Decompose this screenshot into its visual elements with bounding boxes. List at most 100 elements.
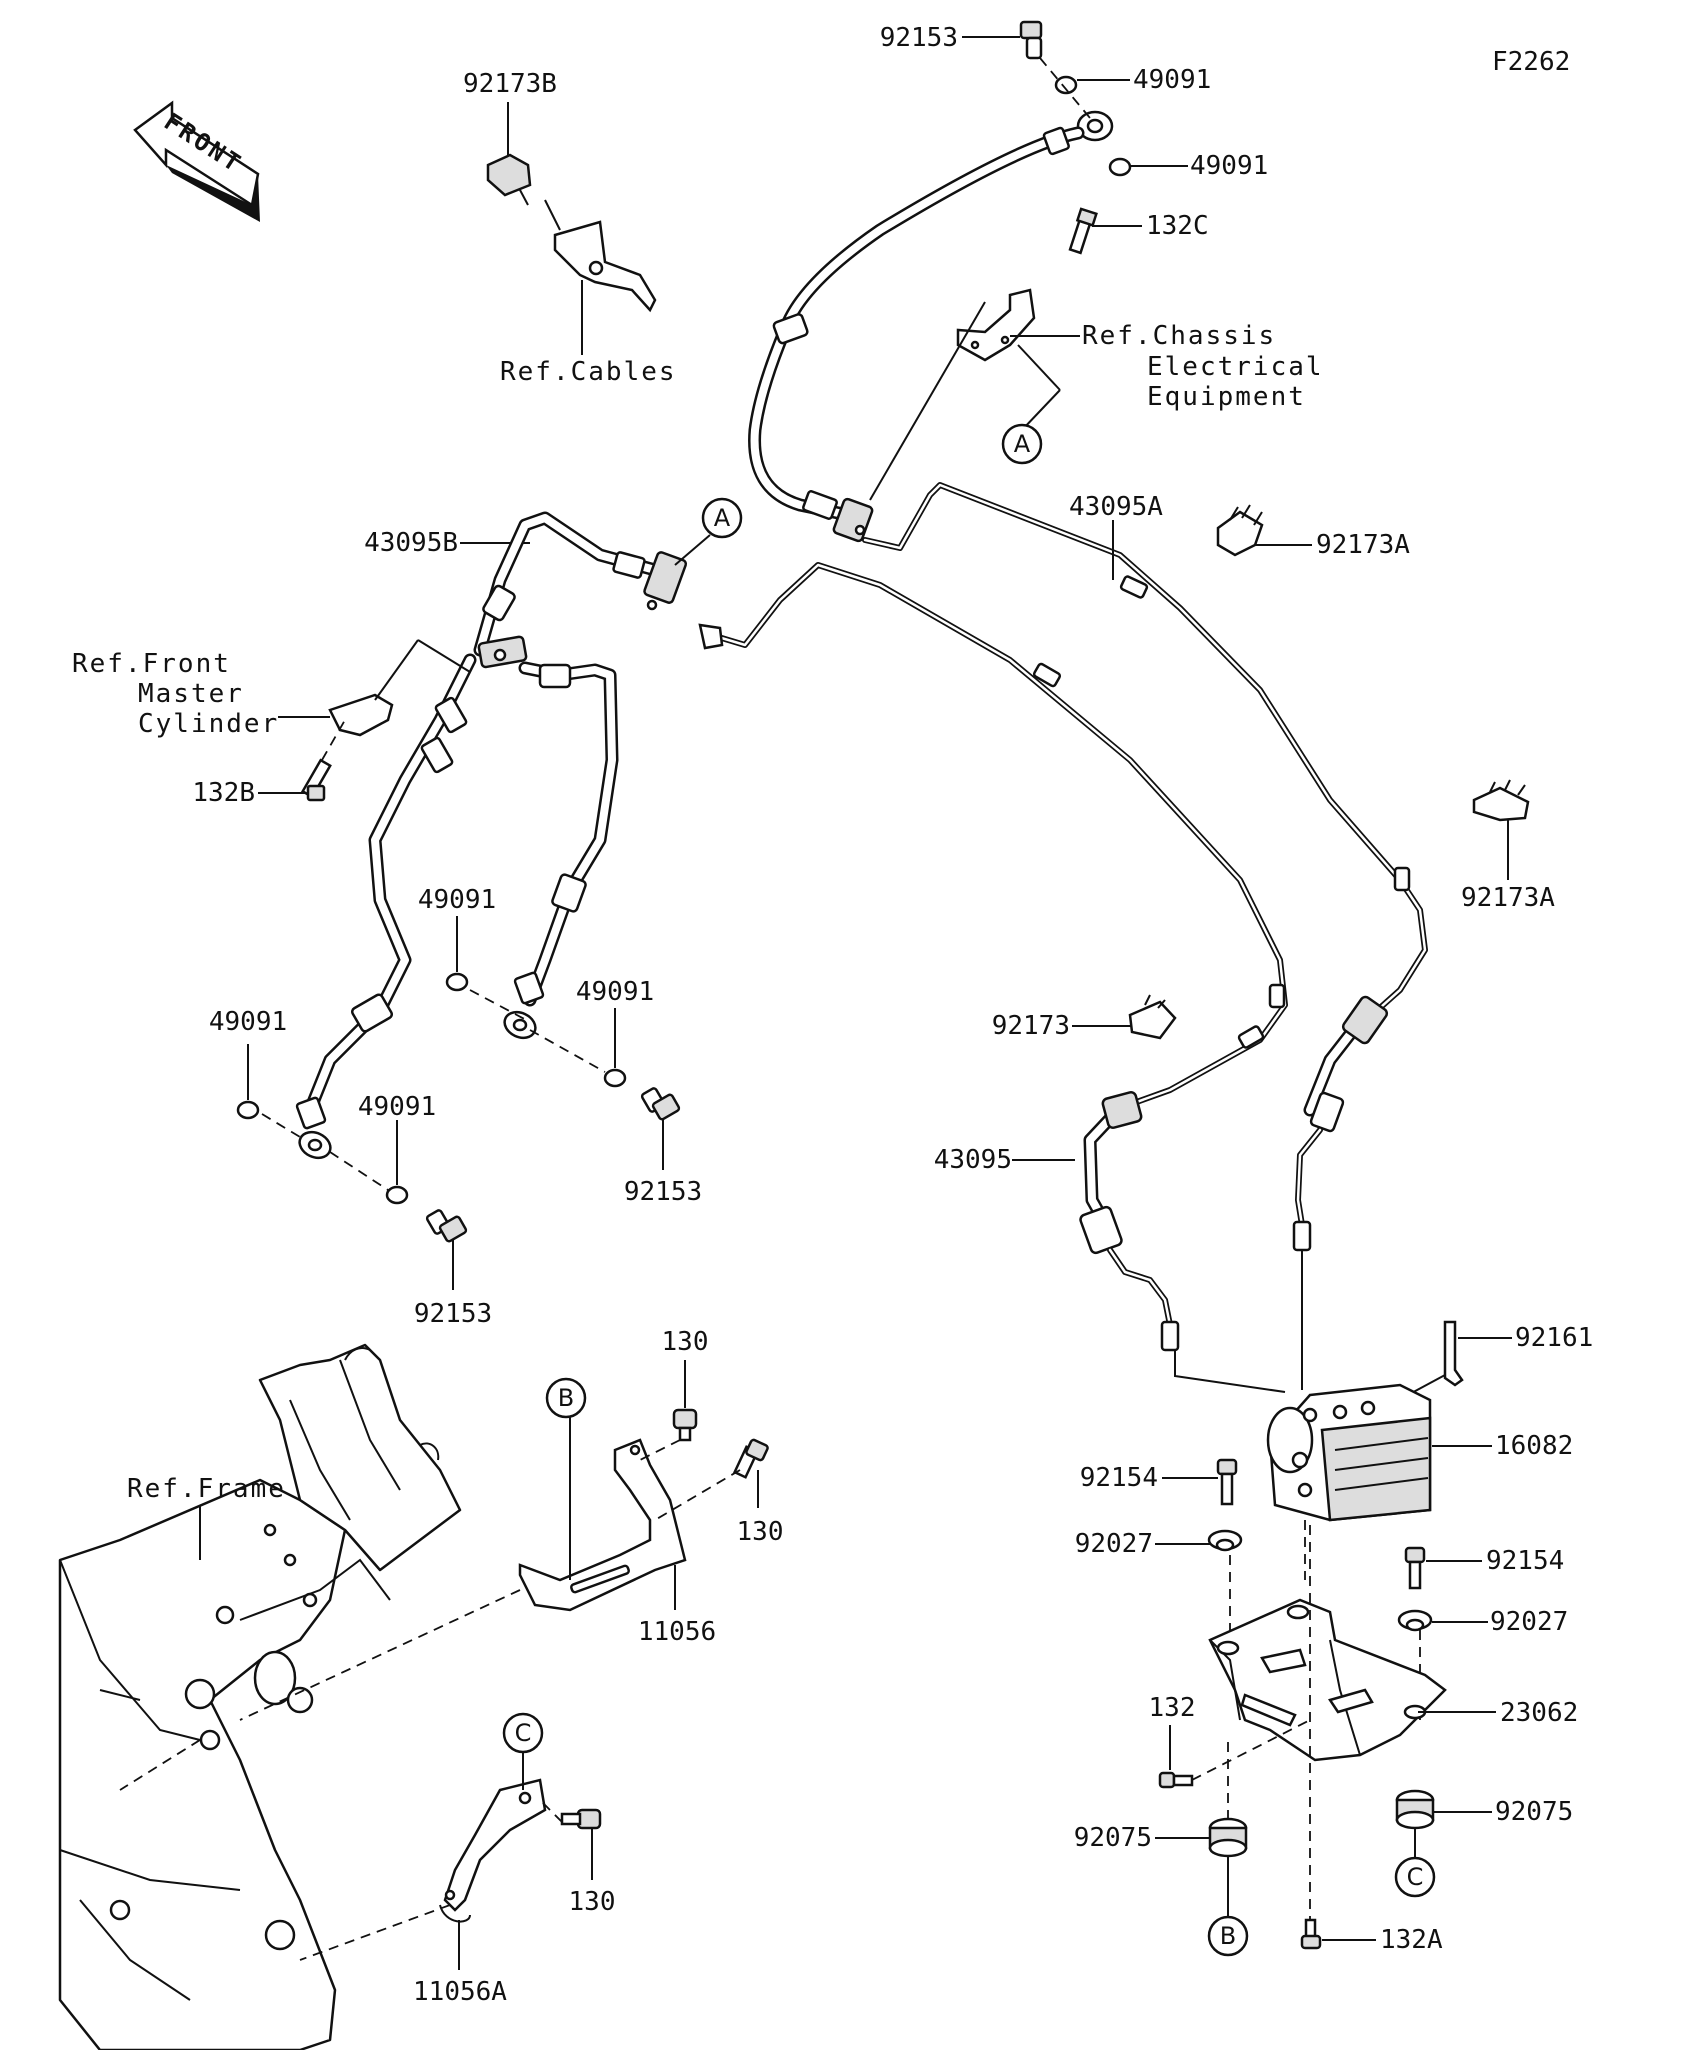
label-43095b: 43095B: [364, 528, 458, 558]
three-way-union: [477, 635, 528, 669]
banjo-fitting-left2: [503, 1010, 537, 1040]
chassis-bracket: [956, 288, 1036, 362]
collar-92027-1: [1207, 1529, 1243, 1552]
clamp-92173a-2: [1472, 779, 1530, 822]
banjo-bolt-92153-top: [1019, 20, 1043, 60]
label-49091-l2: 49091: [576, 977, 654, 1007]
bolt-130-1: [672, 1408, 698, 1442]
ref-master-line1: Ref.Front: [72, 649, 231, 679]
cable-guide-bracket: [553, 220, 657, 313]
label-11056: 11056: [638, 1617, 716, 1647]
label-130-1: 130: [662, 1327, 709, 1357]
bolt-130-3: [560, 1808, 602, 1830]
label-92154-1: 92154: [1080, 1463, 1158, 1493]
label-49091-l4: 49091: [358, 1092, 436, 1122]
abs-hydraulic-unit-16082: [1266, 1383, 1432, 1522]
marker-a-top-label: A: [1014, 430, 1031, 458]
bracket-11056a: [439, 1778, 547, 1923]
label-43095: 43095: [934, 1145, 1012, 1175]
label-132: 132: [1149, 1693, 1196, 1723]
brake-hose-left-bundle: [1079, 1090, 1180, 1352]
label-92173b: 92173B: [463, 69, 557, 99]
label-92027-2: 92027: [1490, 1607, 1568, 1637]
abs-bracket-23062: [1208, 1598, 1447, 1762]
clamp-92173a-1: [1216, 504, 1264, 557]
banjo-bolt-92153-l1: [640, 1087, 681, 1121]
banjo-fitting-left1: [298, 1130, 332, 1160]
banjo-bolt-92153-l2: [425, 1209, 468, 1243]
brake-hose-front-left: [295, 653, 477, 1130]
bolt-92154-1: [1216, 1458, 1238, 1506]
marker-c-bottom: [1394, 1856, 1436, 1898]
label-92173a-2: 92173A: [1461, 883, 1555, 913]
abs-bracket-clip-92161: [1443, 1320, 1464, 1387]
label-49091-tr1: 49091: [1133, 65, 1211, 95]
marker-a-mid-label: A: [714, 504, 731, 532]
bolt-132: [1158, 1771, 1194, 1789]
washer-49091-tr2: [1108, 157, 1132, 177]
label-132c: 132C: [1146, 211, 1209, 241]
label-92173a-1: 92173A: [1316, 530, 1410, 560]
washer-49091-l1: [445, 972, 469, 992]
ref-cables: Ref.Cables: [500, 357, 677, 387]
joint-fitting-upper: [802, 490, 874, 543]
label-130-2: 130: [737, 1517, 784, 1547]
ref-frame: Ref.Frame: [127, 1474, 286, 1504]
marker-a-top: [1001, 423, 1043, 465]
clip-92173b: [486, 153, 532, 206]
brake-pipe-43095: [712, 562, 1288, 1111]
marker-c-top-label: C: [515, 1719, 532, 1747]
brake-pipe-43095a: [862, 482, 1428, 1018]
brake-hose-front-right: [513, 661, 619, 1007]
marker-b-bottom-label: B: [1220, 1922, 1236, 1950]
bolt-132b: [300, 758, 332, 802]
front-arrow-icon: FRONT: [133, 100, 260, 222]
label-43095a: 43095A: [1069, 492, 1163, 522]
grommet-92075-2: [1395, 1789, 1435, 1830]
frame-outline: [58, 1343, 462, 2050]
label-92173: 92173: [992, 1011, 1070, 1041]
label-92027-1: 92027: [1075, 1529, 1153, 1559]
label-49091-l3: 49091: [209, 1007, 287, 1037]
label-49091-tr2: 49091: [1190, 151, 1268, 181]
ref-chassis-line3: Equipment: [1147, 382, 1306, 412]
label-132b: 132B: [192, 778, 255, 808]
washer-49091-l3: [236, 1100, 260, 1120]
ref-chassis-line1: Ref.Chassis: [1082, 321, 1276, 351]
label-132a: 132A: [1380, 1925, 1443, 1955]
washer-49091-l4: [385, 1185, 409, 1205]
bolt-132a: [1300, 1918, 1322, 1950]
label-92153-top: 92153: [880, 23, 958, 53]
grommet-92075-1: [1208, 1817, 1248, 1858]
label-92075-2: 92075: [1495, 1797, 1573, 1827]
marker-c-bottom-label: C: [1407, 1863, 1424, 1891]
bracket-11056: [518, 1438, 687, 1612]
ref-master-line3: Cylinder: [138, 709, 279, 739]
washer-49091-l2: [603, 1068, 627, 1088]
bolt-92154-2: [1404, 1546, 1426, 1590]
clamp-92173: [1128, 994, 1177, 1040]
marker-c-top: [502, 1712, 544, 1754]
label-92075-1: 92075: [1074, 1823, 1152, 1853]
label-92153-l2: 92153: [414, 1299, 492, 1329]
label-11056a: 11056A: [413, 1977, 507, 2007]
label-16082: 16082: [1495, 1431, 1573, 1461]
brake-hose-upper: [748, 126, 1085, 522]
ref-chassis-line2: Electrical: [1147, 352, 1324, 382]
washer-49091-tr1: [1054, 75, 1078, 95]
brake-hose-right-bundle: [1292, 995, 1389, 1252]
ref-master-line2: Master: [138, 679, 244, 709]
marker-b-top: [545, 1377, 587, 1419]
bolt-132c: [1068, 207, 1098, 255]
brake-hose-43095b: [473, 511, 662, 657]
label-92161: 92161: [1515, 1323, 1593, 1353]
figure-code: F2262: [1492, 47, 1570, 77]
banjo-fitting-top: [1076, 110, 1114, 142]
collar-92027-2: [1397, 1609, 1433, 1632]
marker-b-bottom: [1207, 1915, 1249, 1957]
marker-b-top-label: B: [558, 1384, 574, 1412]
label-23062: 23062: [1500, 1698, 1578, 1728]
label-49091-l1: 49091: [418, 885, 496, 915]
bolt-130-2: [732, 1438, 769, 1479]
joint-fitting-mid: [643, 551, 724, 650]
